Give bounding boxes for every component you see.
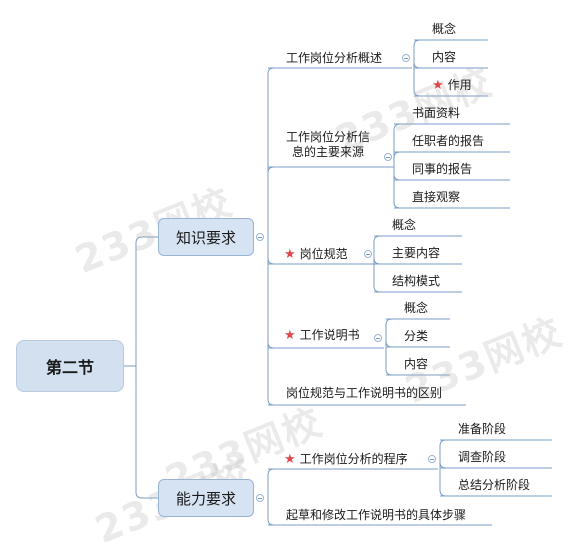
topic-node[interactable]: 工作岗位分析概述: [286, 51, 382, 66]
connector: [267, 237, 275, 349]
connector: [373, 254, 381, 265]
topic-node[interactable]: 书面资料: [412, 106, 460, 121]
topic-node[interactable]: 总结分析阶段: [458, 478, 530, 493]
topic-label: 调查阶段: [458, 450, 507, 464]
connector: [135, 366, 158, 499]
connector: [373, 235, 381, 254]
topic-node[interactable]: 同事的报告: [412, 162, 472, 177]
topic-label: 准备阶段: [458, 422, 507, 436]
topic-label: 概念: [404, 301, 429, 315]
collapse-icon[interactable]: [384, 153, 392, 161]
connector: [267, 498, 275, 526]
topic-node[interactable]: 准备阶段: [458, 422, 506, 437]
topic-node[interactable]: 直接观察: [412, 190, 460, 205]
connector: [439, 439, 447, 459]
topic-label: 主要内容: [392, 246, 441, 260]
topic-node[interactable]: 概念: [392, 218, 416, 233]
topic-node[interactable]: 调查阶段: [458, 450, 506, 465]
topic-label: 同事的报告: [412, 162, 473, 176]
connector: [385, 338, 393, 376]
collapse-icon[interactable]: [256, 494, 264, 502]
topic-node[interactable]: ★工作岗位分析的程序: [284, 452, 408, 468]
connector: [413, 58, 421, 69]
topic-node[interactable]: 分类: [404, 329, 428, 344]
connector: [267, 468, 275, 498]
topic-node[interactable]: 工作岗位分析信息的主要来源: [286, 130, 370, 160]
topic-label: 内容: [404, 357, 429, 371]
topic-label: 工作岗位分析概述: [286, 51, 383, 65]
connector: [267, 67, 275, 237]
root-node[interactable]: 第二节: [16, 340, 124, 392]
topic-node[interactable]: 概念: [404, 301, 428, 316]
topic-label: 概念: [392, 218, 417, 232]
topic-label: 书面资料: [412, 106, 461, 120]
branch-node[interactable]: 能力要求: [158, 479, 254, 517]
topic-node[interactable]: 结构模式: [392, 274, 440, 289]
collapse-icon[interactable]: [256, 233, 264, 241]
connector: [393, 157, 401, 181]
topic-label-line: 息的主要来源: [292, 145, 365, 159]
star-icon: ★: [284, 328, 296, 343]
topic-label-line: 工作岗位分析信: [286, 130, 371, 144]
topic-node[interactable]: 主要内容: [392, 246, 440, 261]
topic-node[interactable]: 内容: [404, 357, 428, 372]
star-icon: ★: [284, 452, 296, 467]
connector: [267, 237, 275, 265]
topic-label: 作用: [447, 78, 472, 92]
topic-node[interactable]: 概念: [432, 22, 456, 37]
connector: [385, 318, 393, 338]
topic-label: 工作岗位分析的程序: [299, 452, 408, 466]
topic-node[interactable]: 任职者的报告: [412, 134, 484, 149]
topic-node[interactable]: ★工作说明书: [284, 328, 360, 344]
connector: [385, 338, 393, 348]
topic-label: 直接观察: [412, 190, 461, 204]
connector: [135, 236, 158, 366]
connector: [413, 39, 421, 58]
star-icon: ★: [432, 78, 444, 93]
topic-node[interactable]: ★作用: [432, 78, 472, 94]
connector: [267, 166, 275, 237]
topic-node[interactable]: 岗位规范与工作说明书的区别: [286, 386, 442, 401]
connector: [439, 459, 447, 497]
connector: [439, 459, 447, 469]
topic-label: 任职者的报告: [412, 134, 485, 148]
topic-label: 概念: [432, 22, 457, 36]
connector: [393, 157, 401, 209]
collapse-icon[interactable]: [364, 250, 372, 258]
collapse-icon[interactable]: [374, 334, 382, 342]
connector: [373, 254, 381, 293]
topic-label: 结构模式: [392, 274, 441, 288]
connector: [393, 151, 401, 159]
topic-node[interactable]: ★岗位规范: [284, 247, 348, 263]
topic-label: 岗位规范: [299, 247, 348, 261]
topic-label: 总结分析阶段: [458, 478, 531, 492]
topic-label: 岗位规范与工作说明书的区别: [286, 386, 443, 400]
topic-node[interactable]: 起草和修改工作说明书的具体步骤: [286, 508, 466, 523]
topic-label: 内容: [432, 50, 457, 64]
topic-node[interactable]: 内容: [432, 50, 456, 65]
branch-node[interactable]: 知识要求: [158, 218, 254, 256]
collapse-icon[interactable]: [428, 455, 436, 463]
topic-label: 工作说明书: [299, 328, 360, 342]
mind-map: 233网校233网校233网校233网校233网校第二节知识要求工作岗位分析概述…: [16, 22, 568, 552]
topic-label: 起草和修改工作说明书的具体步骤: [286, 508, 467, 522]
connector-lines: [124, 39, 552, 526]
collapse-icon[interactable]: [402, 54, 410, 62]
topic-label: 分类: [404, 329, 429, 343]
star-icon: ★: [284, 247, 296, 262]
